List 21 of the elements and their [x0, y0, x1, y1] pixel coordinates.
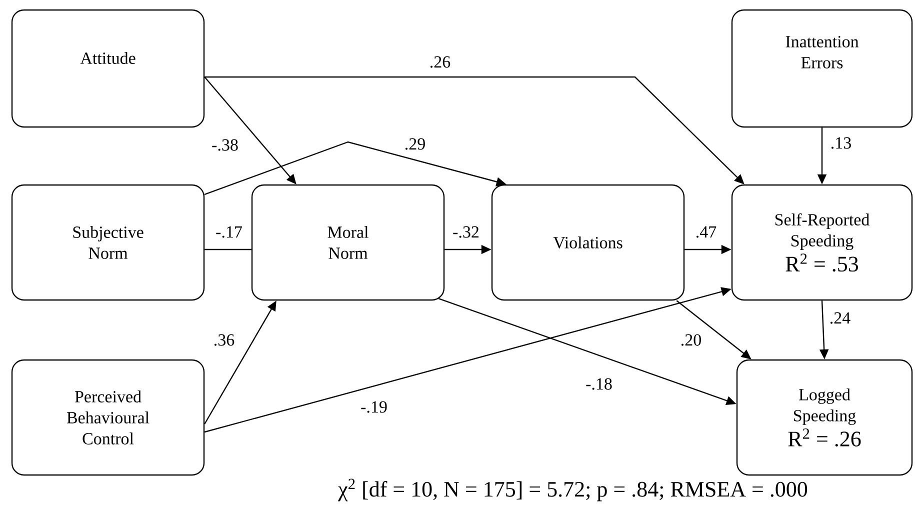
edge-label: -.17: [216, 226, 242, 238]
edge-label: .29: [406, 138, 425, 150]
edge-label: .20: [682, 334, 701, 346]
edge-label: .26: [430, 56, 450, 68]
edge-label: -.18: [586, 378, 612, 390]
variable-box: Inattention Errors: [731, 9, 913, 128]
variable-box: Perceived Behavioural Control: [11, 359, 205, 476]
edge-label: .36: [214, 334, 234, 346]
edge-label: .13: [832, 137, 851, 149]
variable-box: Violations: [491, 184, 685, 301]
edge-label: .24: [830, 312, 850, 324]
edge-label: -.38: [212, 139, 238, 151]
variable-box: Moral Norm: [251, 184, 445, 301]
variable-box: Subjective Norm: [11, 184, 205, 301]
edge-label: -.19: [361, 401, 387, 413]
variable-box: Self-Reported Speeding R$^{2}$ = .53: [731, 184, 913, 301]
edge-label: -.32: [453, 226, 479, 238]
variable-box: Attitude: [11, 9, 205, 128]
variable-box: Logged Speeding R$^{2}$ = .26: [736, 359, 913, 476]
edge-label: .47: [696, 226, 716, 238]
fit-statistics: χ$^{2}$ [df = 10, N = 175] = 5.72; p = .84; RMSEA = .000: [338, 478, 808, 502]
